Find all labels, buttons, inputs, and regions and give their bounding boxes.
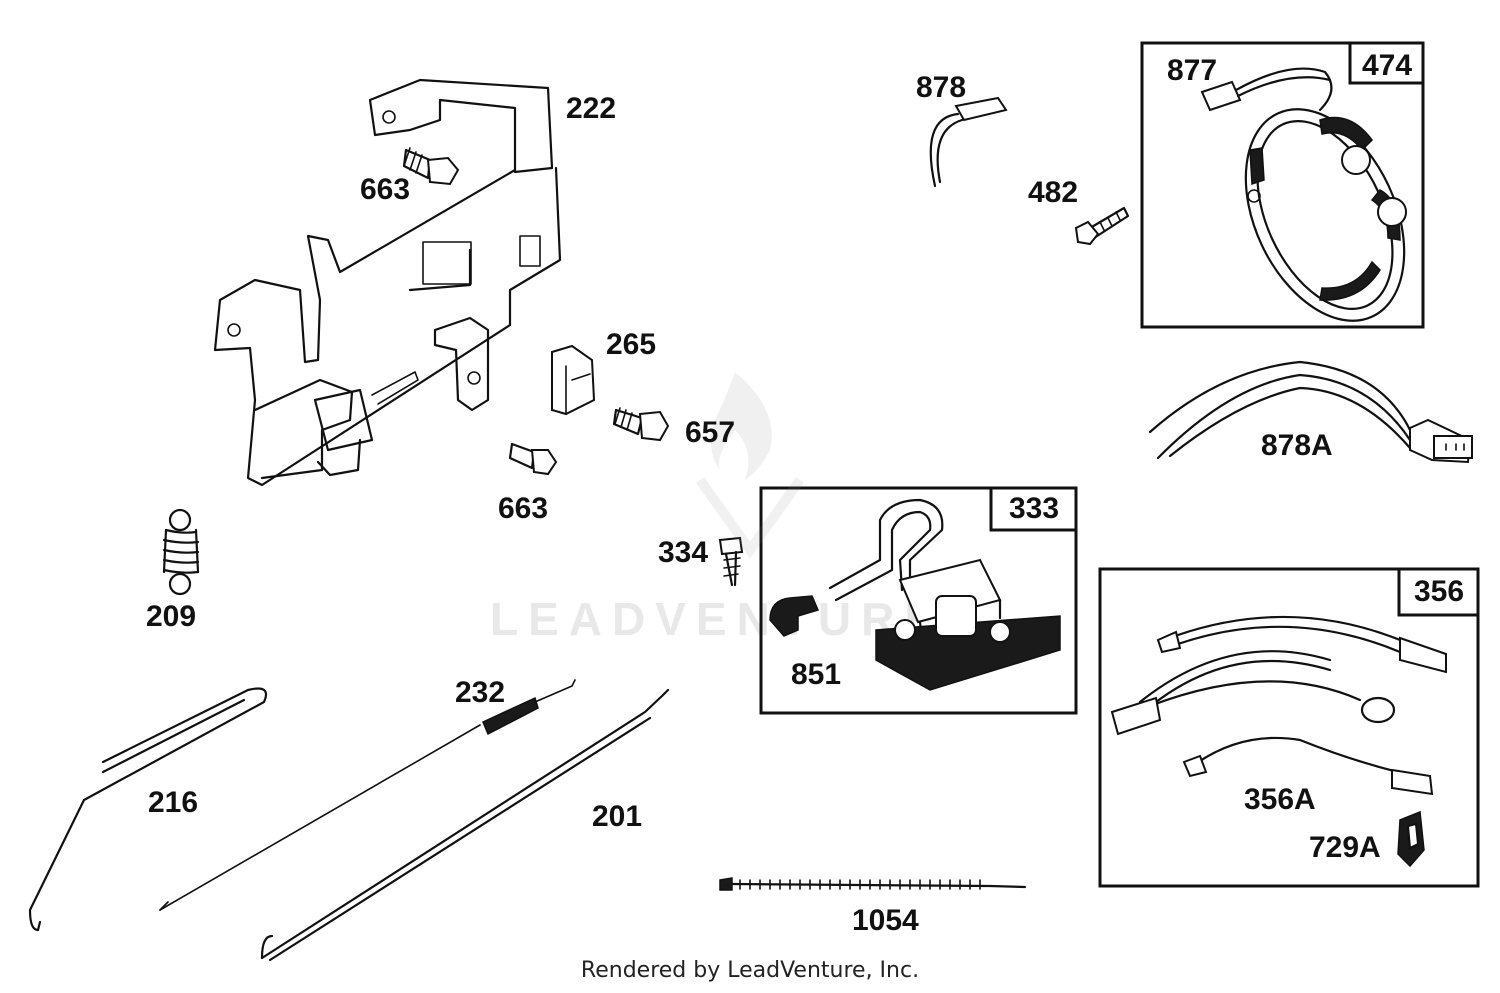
label-232: 232 bbox=[455, 676, 506, 709]
label-265: 265 bbox=[606, 328, 657, 361]
harness-kit-box bbox=[1098, 567, 1480, 888]
screw-657 bbox=[612, 407, 670, 442]
rod-201 bbox=[260, 688, 670, 962]
label-209: 209 bbox=[146, 600, 197, 633]
retainer-clip-265 bbox=[551, 344, 596, 416]
ignition-armature-part bbox=[769, 498, 1061, 691]
box-tag-356-frame bbox=[1397, 567, 1480, 617]
cable-tie-1054 bbox=[719, 877, 1027, 891]
label-657: 657 bbox=[685, 416, 736, 449]
spring-209 bbox=[162, 508, 200, 596]
box-tag-474: 474 bbox=[1361, 49, 1413, 82]
label-334: 334 bbox=[658, 536, 709, 569]
label-1054: 1054 bbox=[852, 904, 919, 937]
alternator-stator-part bbox=[1200, 67, 1407, 322]
label-201: 201 bbox=[592, 800, 643, 833]
box-tag-474-frame bbox=[1348, 41, 1425, 85]
label-663-lower: 663 bbox=[498, 492, 549, 525]
box-tag-356: 356 bbox=[1413, 575, 1465, 608]
box-tag-333: 333 bbox=[1008, 492, 1060, 525]
label-878: 878 bbox=[916, 71, 967, 104]
bolt-482 bbox=[1074, 206, 1130, 246]
harness-878a bbox=[1148, 360, 1473, 464]
label-222: 222 bbox=[566, 92, 617, 125]
label-877: 877 bbox=[1167, 54, 1218, 87]
throttle-cable-232 bbox=[159, 679, 576, 911]
label-216: 216 bbox=[148, 786, 199, 819]
leadventure-watermark: LEADVENTURE bbox=[490, 593, 946, 645]
harness-kit-part bbox=[1110, 615, 1447, 868]
screw-334 bbox=[718, 536, 744, 587]
rendered-by-footer: Rendered by LeadVenture, Inc. bbox=[580, 958, 920, 983]
screw-663-lower bbox=[508, 442, 558, 476]
control-bracket-part bbox=[213, 78, 562, 487]
alternator-box bbox=[1140, 41, 1425, 329]
leadventure-logo-watermark bbox=[695, 372, 805, 559]
label-729a: 729A bbox=[1309, 831, 1381, 864]
wire-878 bbox=[929, 96, 1008, 188]
label-663-upper: 663 bbox=[360, 173, 411, 206]
label-356a: 356A bbox=[1244, 783, 1316, 816]
label-878a: 878A bbox=[1261, 429, 1333, 462]
ignition-armature-box bbox=[759, 486, 1078, 715]
label-482: 482 bbox=[1028, 176, 1079, 209]
label-851: 851 bbox=[791, 658, 842, 691]
screw-663-upper bbox=[402, 147, 460, 186]
box-tag-333-frame bbox=[989, 486, 1078, 532]
rod-216 bbox=[28, 687, 268, 932]
